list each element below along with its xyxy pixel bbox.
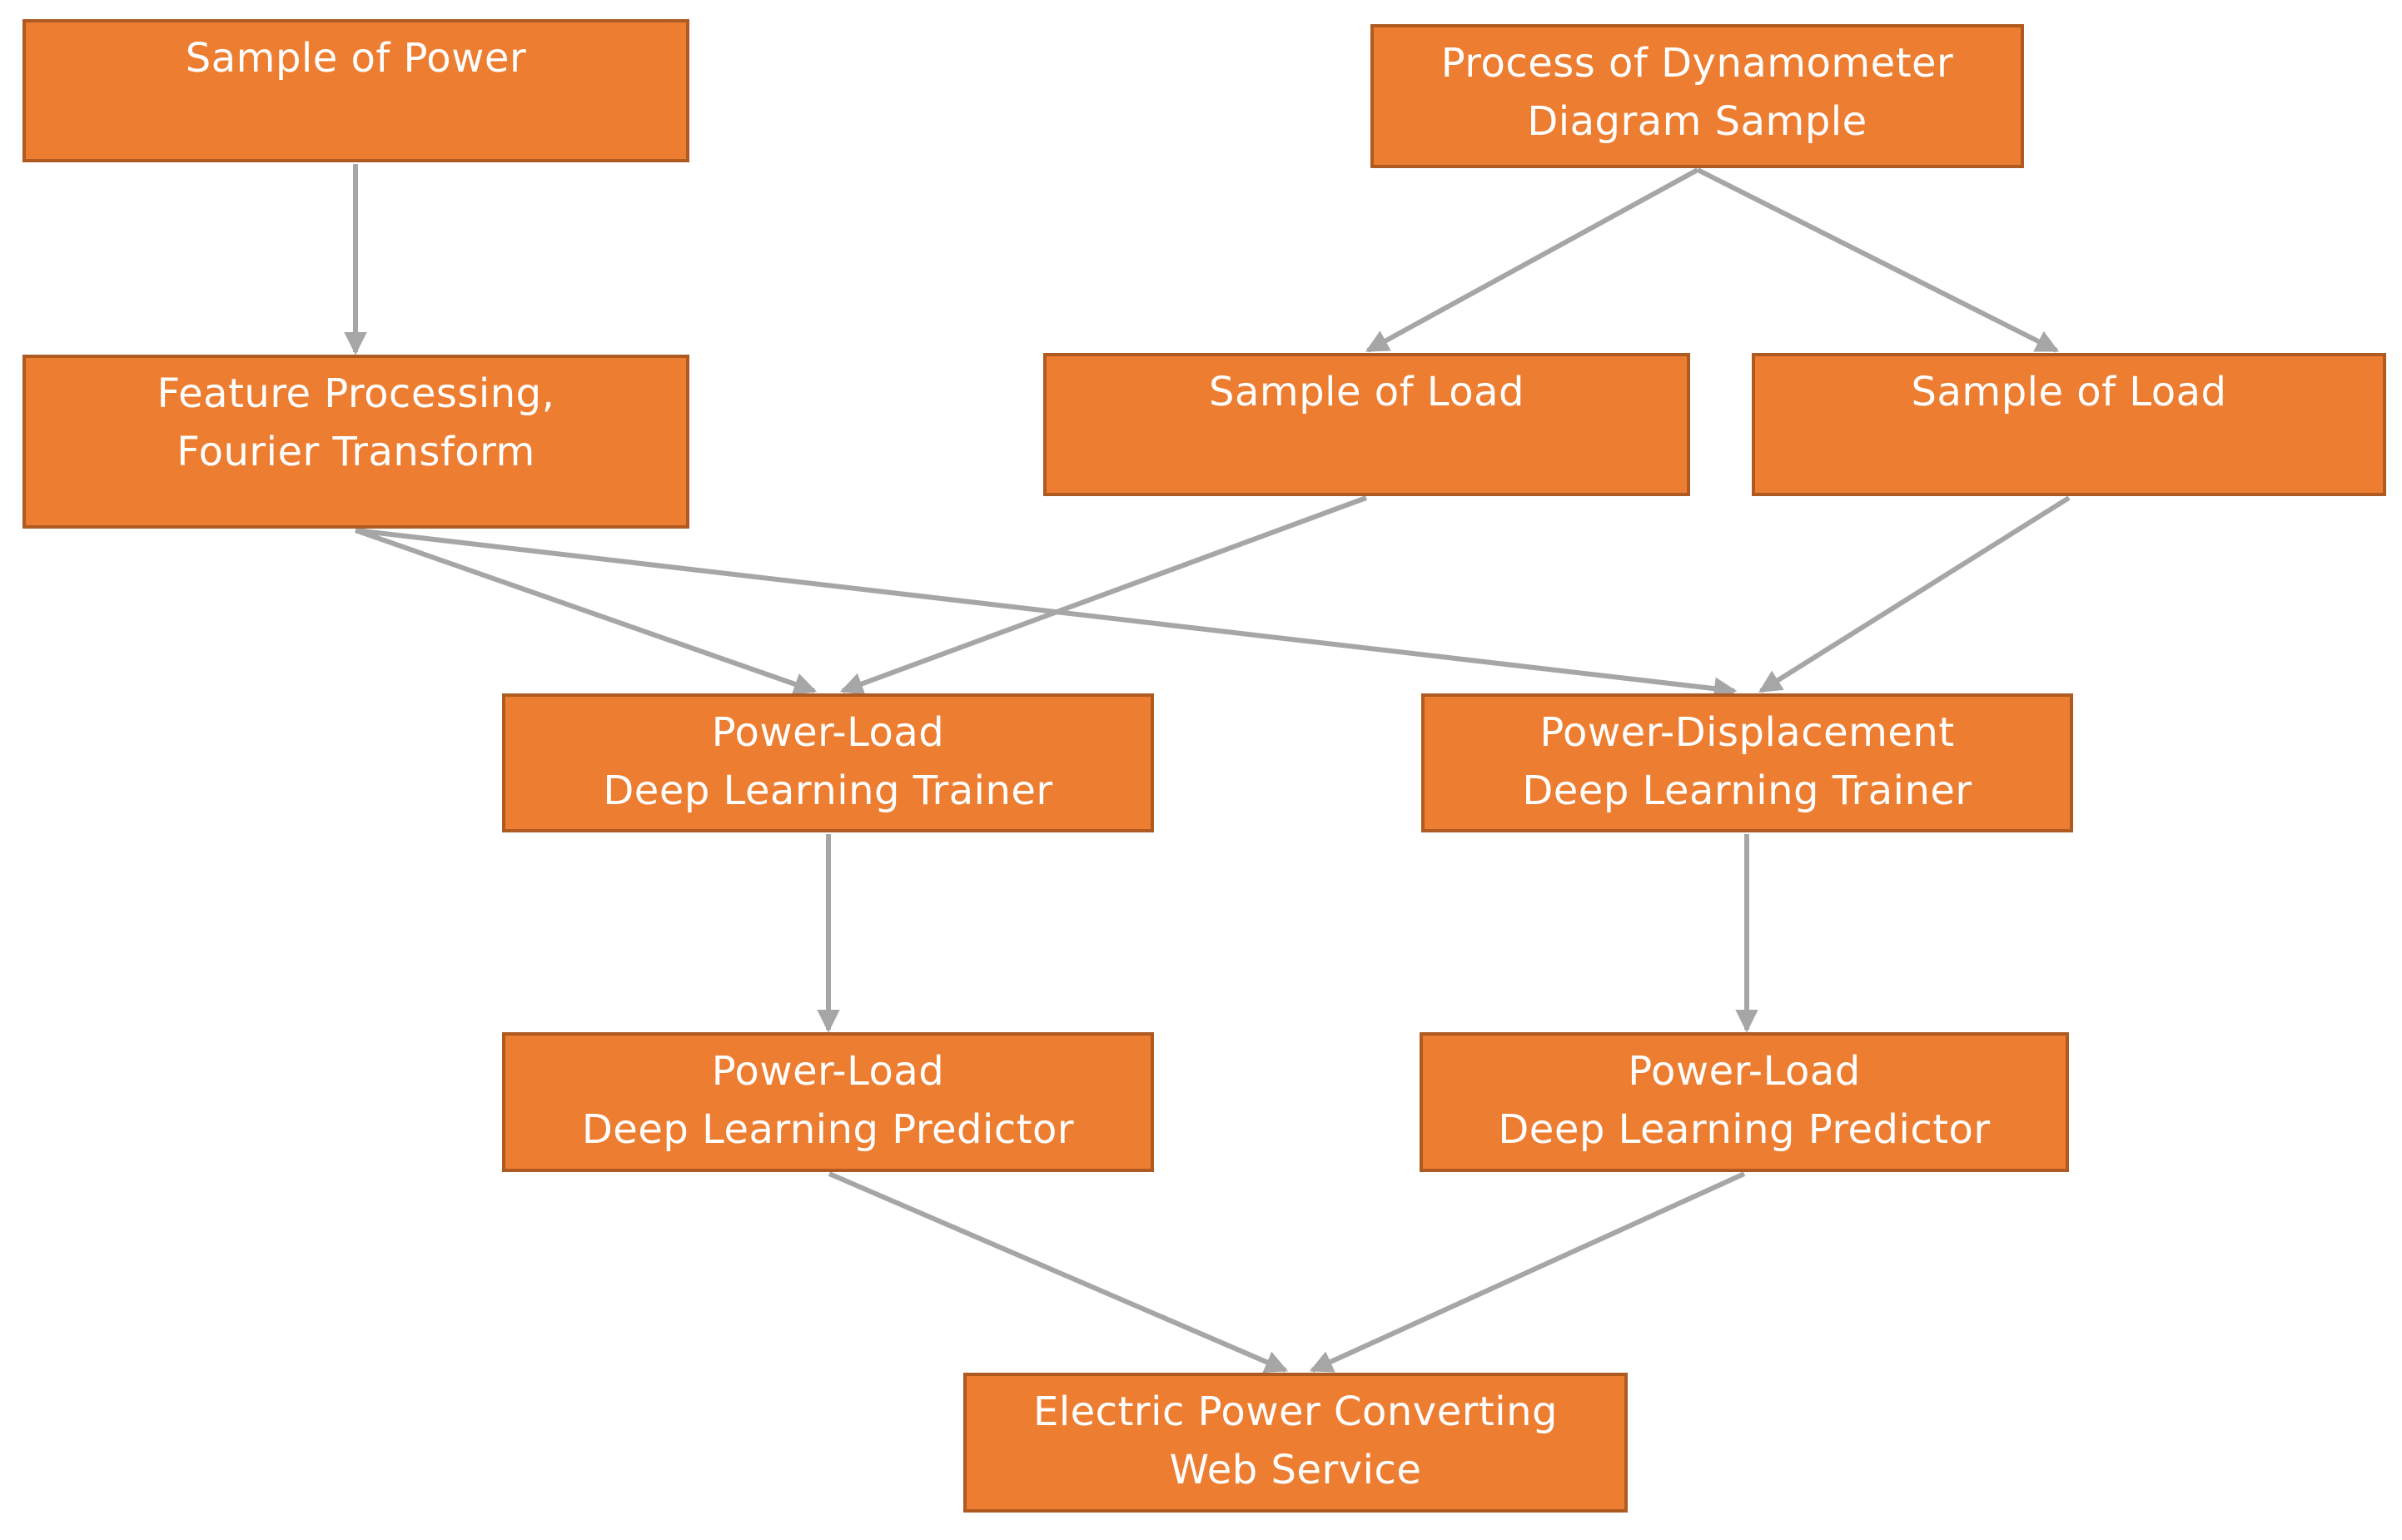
arrow-process-of-dynamometer-diagram-sample-to-sample-of-load-left — [1365, 167, 1699, 353]
node-power-load-deep-learning-predictor-left: Power-Load Deep Learning Predictor — [502, 1032, 1154, 1172]
node-electric-power-converting-web-service: Electric Power Converting Web Service — [963, 1373, 1628, 1513]
node-sample-of-load-right: Sample of Load — [1752, 353, 2386, 496]
arrow-power-load-deep-learning-predictor-right-to-electric-power-converting-web-service — [1309, 1171, 1746, 1373]
arrow-feature-processing-fourier-transform-to-power-load-deep-learning-trainer — [355, 528, 818, 696]
node-feature-processing-fourier-transform: Feature Processing, Fourier Transform — [22, 355, 689, 529]
arrow-sample-of-load-left-to-power-load-deep-learning-trainer — [839, 495, 1368, 695]
node-power-displacement-deep-learning-trainer: Power-Displacement Deep Learning Trainer — [1421, 693, 2073, 832]
node-sample-of-power: Sample of Power — [22, 19, 689, 162]
node-power-load-deep-learning-trainer: Power-Load Deep Learning Trainer — [502, 693, 1154, 832]
node-process-of-dynamometer-diagram-sample: Process of Dynamometer Diagram Sample — [1370, 24, 2024, 168]
arrow-power-load-deep-learning-predictor-left-to-electric-power-converting-web-service — [828, 1171, 1289, 1374]
arrow-sample-of-load-right-to-power-displacement-deep-learning-trainer — [1758, 495, 2071, 693]
node-sample-of-load-left: Sample of Load — [1043, 353, 1690, 496]
node-power-load-deep-learning-predictor-right: Power-Load Deep Learning Predictor — [1420, 1032, 2069, 1172]
arrow-process-of-dynamometer-diagram-sample-to-sample-of-load-right — [1696, 167, 2060, 353]
arrow-feature-processing-fourier-transform-to-power-displacement-deep-learning-trainer — [355, 528, 1738, 700]
